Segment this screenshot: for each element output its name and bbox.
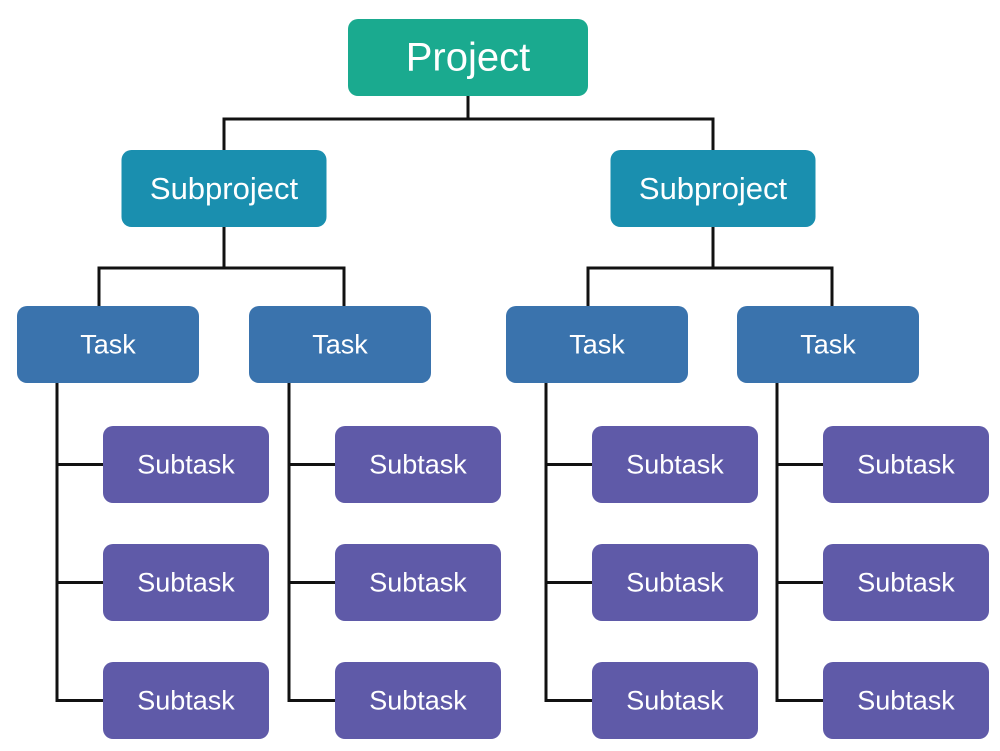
subtask-node-box — [103, 544, 269, 621]
subtask-node: Subtask — [335, 662, 501, 739]
subtask-node-label: Subtask — [857, 686, 955, 716]
subproject-node: Subproject — [610, 150, 816, 227]
subtask-node: Subtask — [823, 426, 989, 503]
task-node-label: Task — [312, 330, 368, 360]
subtask-node-box — [823, 662, 989, 739]
subtask-node-label: Subtask — [626, 450, 724, 480]
subproject-node-box — [121, 150, 327, 227]
subtask-node-box — [103, 426, 269, 503]
project-node-box — [348, 19, 588, 96]
task-node: Task — [249, 306, 431, 383]
subtask-node: Subtask — [592, 426, 758, 503]
subtask-node-box — [335, 544, 501, 621]
task-node-label: Task — [800, 330, 856, 360]
subtask-node-label: Subtask — [369, 568, 467, 598]
subproject-node-box — [610, 150, 816, 227]
subtask-node-box — [823, 426, 989, 503]
task-node: Task — [17, 306, 199, 383]
subtask-node-box — [103, 662, 269, 739]
subtask-node-box — [335, 662, 501, 739]
subtask-node-label: Subtask — [137, 450, 235, 480]
subtask-node: Subtask — [335, 544, 501, 621]
subtask-node: Subtask — [592, 544, 758, 621]
subtask-node-box — [592, 426, 758, 503]
task-node-box — [737, 306, 919, 383]
task-node-box — [249, 306, 431, 383]
subproject-node-label: Subproject — [150, 171, 299, 206]
subtask-node: Subtask — [823, 662, 989, 739]
subtask-node: Subtask — [335, 426, 501, 503]
subtask-node-label: Subtask — [369, 686, 467, 716]
project-node: Project — [348, 19, 588, 96]
subtask-node-box — [592, 662, 758, 739]
task-node-box — [17, 306, 199, 383]
subtask-node-label: Subtask — [626, 568, 724, 598]
subproject-node-label: Subproject — [639, 171, 788, 206]
subtask-node-box — [823, 544, 989, 621]
subtask-node-label: Subtask — [857, 568, 955, 598]
subtask-node-label: Subtask — [857, 450, 955, 480]
subproject-node: Subproject — [121, 150, 327, 227]
subtask-node-label: Subtask — [137, 686, 235, 716]
subtask-node: Subtask — [103, 662, 269, 739]
task-node: Task — [506, 306, 688, 383]
connector-lines — [55, 94, 834, 702]
diagram-nodes: ProjectSubprojectTaskSubtaskSubtaskSubta… — [17, 19, 989, 739]
task-node-box — [506, 306, 688, 383]
subtask-node-label: Subtask — [137, 568, 235, 598]
subtask-node-box — [335, 426, 501, 503]
task-node-label: Task — [569, 330, 625, 360]
project-node-label: Project — [406, 36, 531, 80]
subtask-node: Subtask — [103, 426, 269, 503]
subtask-node-label: Subtask — [626, 686, 724, 716]
task-node-label: Task — [80, 330, 136, 360]
subtask-node: Subtask — [592, 662, 758, 739]
subtask-node-box — [592, 544, 758, 621]
task-node: Task — [737, 306, 919, 383]
subtask-node-label: Subtask — [369, 450, 467, 480]
subtask-node: Subtask — [823, 544, 989, 621]
subtask-node: Subtask — [103, 544, 269, 621]
